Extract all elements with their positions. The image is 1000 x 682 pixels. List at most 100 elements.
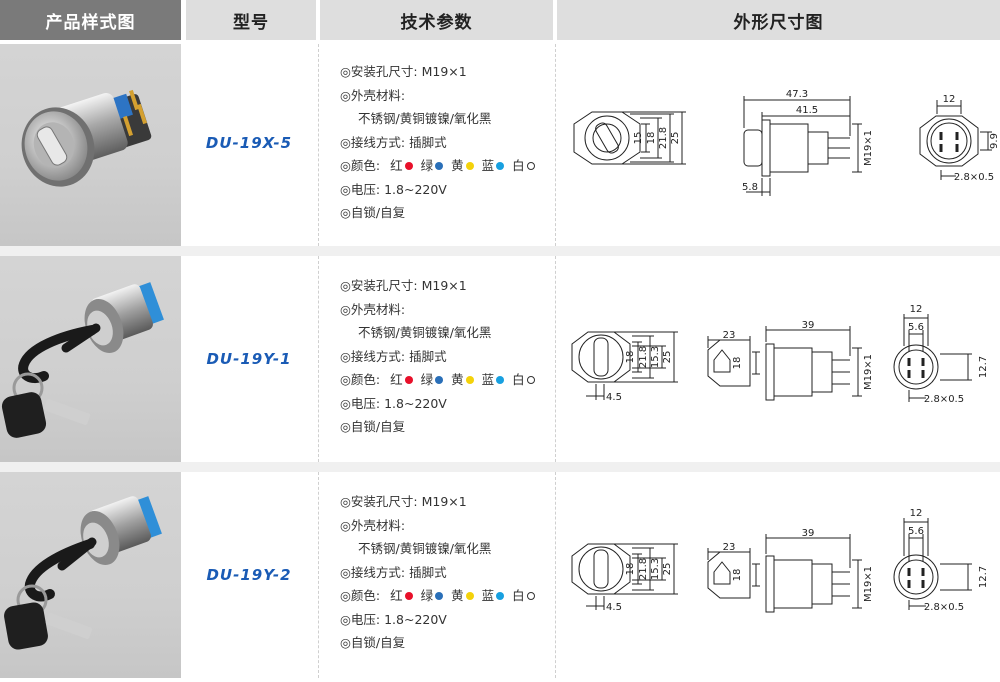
dim-label: 15.3 (650, 558, 661, 580)
color-label: ◎颜色: (340, 158, 381, 173)
side-base (807, 131, 829, 165)
yellow-dot-icon (465, 592, 474, 600)
model-number: DU-19X-5 (205, 134, 293, 152)
dim-label: 15 (633, 132, 644, 145)
color-blue-label: 蓝 (481, 588, 495, 603)
dim-label: 18 (625, 563, 636, 576)
dim-label: M19×1 (863, 566, 874, 602)
back-hex-outline (919, 115, 979, 167)
spec-shell-label: ◎外壳材料: (340, 87, 406, 103)
front-keyhole (593, 549, 609, 589)
color-red-label: 红 (390, 588, 403, 603)
spec-wiring: ◎接线方式: 插脚式 (340, 348, 447, 364)
spec-mount: ◎安装孔尺寸: M19×1 (340, 64, 467, 79)
outline-drawing: 15 18 21.8 25 47.3 41.5 5.8 M19×1 (560, 40, 1000, 246)
back-ring (893, 344, 939, 390)
side-body (769, 123, 809, 173)
dim-label: 21.8 (638, 558, 649, 580)
back-inner (930, 122, 968, 160)
red-dot-icon (404, 376, 413, 384)
spec-list: ◎安装孔尺寸: M19×1 ◎外壳材料: 不锈钢/黄铜镀镍/氧化黑 ◎接线方式:… (340, 274, 550, 439)
dim-label: 23 (723, 542, 736, 553)
color-red-label: 红 (390, 158, 403, 173)
side-base (811, 351, 833, 393)
header-outline: 外形尺寸图 (557, 0, 1000, 40)
dim-label: 47.3 (786, 89, 808, 100)
divider (318, 256, 319, 462)
dim-label: 23 (723, 330, 736, 341)
spec-voltage: ◎电压: 1.8~220V (340, 395, 447, 411)
model-number: DU-19Y-1 (206, 350, 292, 368)
front-knob (592, 123, 622, 153)
dim-label: 18 (732, 569, 743, 582)
dim-label: 2.8×0.5 (924, 394, 964, 405)
dim-label: 12.7 (978, 356, 989, 378)
dimension-drawing: 18 21.8 15.3 25 4.5 23 18 39 M19×1 (571, 304, 989, 405)
red-dot-icon (404, 162, 413, 170)
dim-label: 21.8 (658, 127, 669, 149)
spec-voltage: ◎电压: 1.8~220V (340, 611, 447, 627)
yellow-dot-icon (465, 376, 474, 384)
spec-mode: ◎自锁/自复 (340, 419, 406, 434)
spec-shell-value: 不锈钢/黄铜镀镍/氧化黑 (358, 111, 492, 126)
divider (318, 472, 319, 678)
divider (555, 44, 556, 246)
dim-label: M19×1 (863, 130, 874, 166)
dim-label: 39 (802, 320, 815, 331)
spec-list: ◎安装孔尺寸: M19×1 ◎外壳材料: 不锈钢/黄铜镀镍/氧化黑 ◎接线方式:… (340, 490, 550, 655)
side-flange (761, 119, 771, 177)
product-photo (0, 256, 181, 462)
dim-label: 18 (625, 351, 636, 364)
product-photo (0, 472, 181, 678)
side-flange (765, 555, 775, 613)
dim-label: M19×1 (863, 354, 874, 390)
spec-colors: ◎颜色: 红 绿 黄 蓝 白 (340, 368, 550, 392)
spec-shell-label: ◎外壳材料: (340, 301, 406, 317)
back-inner (898, 349, 934, 385)
key-triangle-icon (713, 349, 731, 373)
key-switch-photo (1, 282, 164, 438)
spec-shell-value: 不锈钢/黄铜镀镍/氧化黑 (358, 325, 492, 340)
spec-colors: ◎颜色: 红 绿 黄 蓝 白 (340, 154, 550, 178)
spec-voltage: ◎电压: 1.8~220V (340, 181, 447, 197)
dim-label: 5.6 (908, 322, 924, 333)
product-photo (0, 44, 181, 246)
color-yellow-label: 黄 (451, 372, 464, 387)
spec-wiring: ◎接线方式: 插脚式 (340, 564, 447, 580)
spec-mode: ◎自锁/自复 (340, 205, 406, 220)
dim-label: 2.8×0.5 (954, 172, 994, 183)
side-flange (765, 343, 775, 401)
color-green-label: 绿 (420, 158, 434, 173)
outline-drawing: 18 21.8 15.3 25 4.5 23 18 39 M19×1 (560, 472, 1000, 678)
green-dot-icon (435, 376, 444, 384)
color-blue-label: 蓝 (481, 158, 495, 173)
header-style: 产品样式图 (0, 0, 181, 40)
side-base (811, 563, 833, 605)
dimension-drawing: 15 18 21.8 25 47.3 41.5 5.8 M19×1 (573, 89, 1000, 196)
dim-label: 2.8×0.5 (924, 602, 964, 613)
dimension-drawing: 18 21.8 15.3 25 4.5 23 18 39 M19×1 (571, 508, 989, 613)
dim-label: 12 (910, 304, 923, 315)
color-white-label: 白 (512, 158, 525, 173)
front-ring (578, 334, 624, 380)
green-dot-icon (435, 592, 444, 600)
dim-label: 18 (732, 357, 743, 370)
dim-label: 15.3 (650, 346, 661, 368)
product-row-2: DU-19Y-1 ◎安装孔尺寸: M19×1 ◎外壳材料: 不锈钢/黄铜镀镍/氧… (0, 256, 1000, 462)
color-green-label: 绿 (420, 588, 434, 603)
front-keyhole (593, 337, 609, 377)
table-header: 产品样式图 型号 技术参数 外形尺寸图 (0, 0, 1000, 40)
rotary-switch-photo (21, 89, 152, 187)
spec-list: ◎安装孔尺寸: M19×1 ◎外壳材料: 不锈钢/黄铜镀镍/氧化黑 ◎接线方式:… (340, 60, 550, 225)
dim-label: 9.9 (989, 133, 1000, 149)
dim-label: 25 (662, 563, 673, 576)
blue-dot-icon (496, 162, 505, 170)
back-inner (898, 559, 934, 595)
side-body (773, 559, 813, 609)
spec-mount: ◎安装孔尺寸: M19×1 (340, 494, 467, 509)
key-triangle-icon (713, 561, 731, 585)
blue-dot-icon (496, 376, 505, 384)
dim-label: 25 (662, 351, 673, 364)
dim-label: 4.5 (606, 392, 622, 403)
dim-label: 12 (943, 94, 956, 105)
